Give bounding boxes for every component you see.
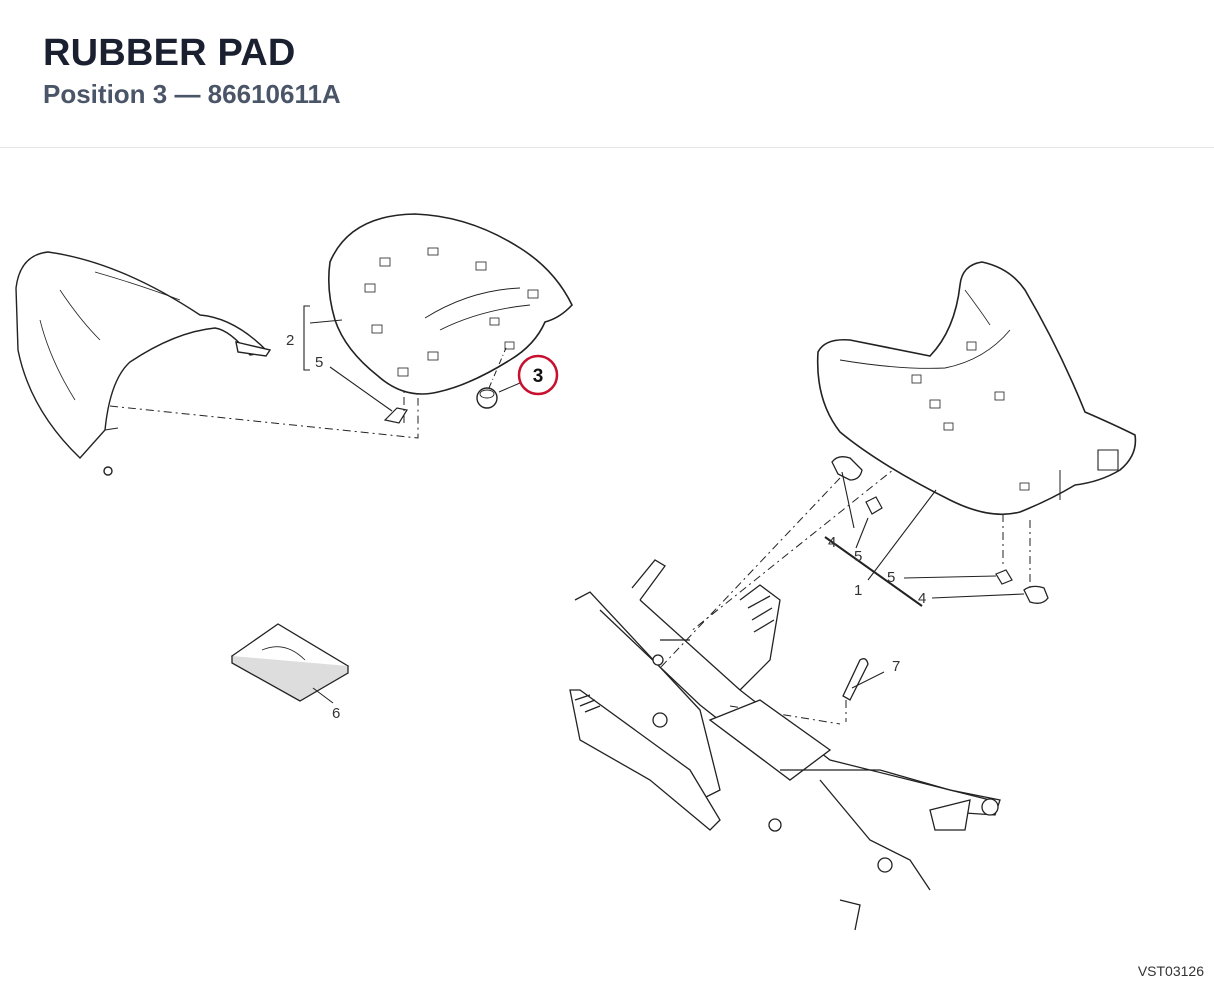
highlight-callout-3[interactable]: 3 [517, 354, 559, 396]
callout-5-middle: 5 [854, 548, 862, 565]
rubber-pad-part[interactable] [476, 347, 521, 409]
group-bracket [824, 471, 1025, 607]
spacer-part[interactable] [383, 407, 408, 424]
callout-5-left: 5 [315, 354, 323, 371]
callout-7: 7 [892, 658, 900, 675]
callout-6: 6 [332, 705, 340, 722]
callout-4-left: 4 [828, 534, 836, 551]
spacer-part[interactable] [865, 496, 883, 515]
callout-5-right: 5 [887, 569, 895, 586]
callout-4-right: 4 [918, 590, 926, 607]
callout-1: 1 [854, 582, 862, 599]
group-bracket [303, 305, 393, 412]
header: RUBBER PAD Position 3 — 86610611A [0, 0, 1214, 148]
page-subtitle: Position 3 — 86610611A [43, 79, 341, 109]
exploded-parts-diagram: 1 2 4 4 5 5 5 6 7 3 [15, 213, 1137, 931]
cable-clip-part[interactable] [1023, 585, 1049, 604]
passenger-seat-cover[interactable] [15, 251, 272, 476]
page-title: RUBBER PAD [43, 32, 296, 74]
callout-2: 2 [286, 332, 294, 349]
cable-clip-part[interactable] [831, 456, 863, 481]
spacer-part[interactable] [995, 569, 1013, 585]
owner-manual-part[interactable] [230, 623, 350, 704]
callout-3: 3 [533, 366, 544, 387]
tie-wrap-part[interactable] [842, 658, 885, 701]
rear-subframe[interactable] [569, 559, 1001, 931]
drawing-code: VST03126 [1137, 963, 1204, 979]
rider-seat[interactable] [328, 213, 573, 395]
main-seat[interactable] [816, 261, 1137, 516]
